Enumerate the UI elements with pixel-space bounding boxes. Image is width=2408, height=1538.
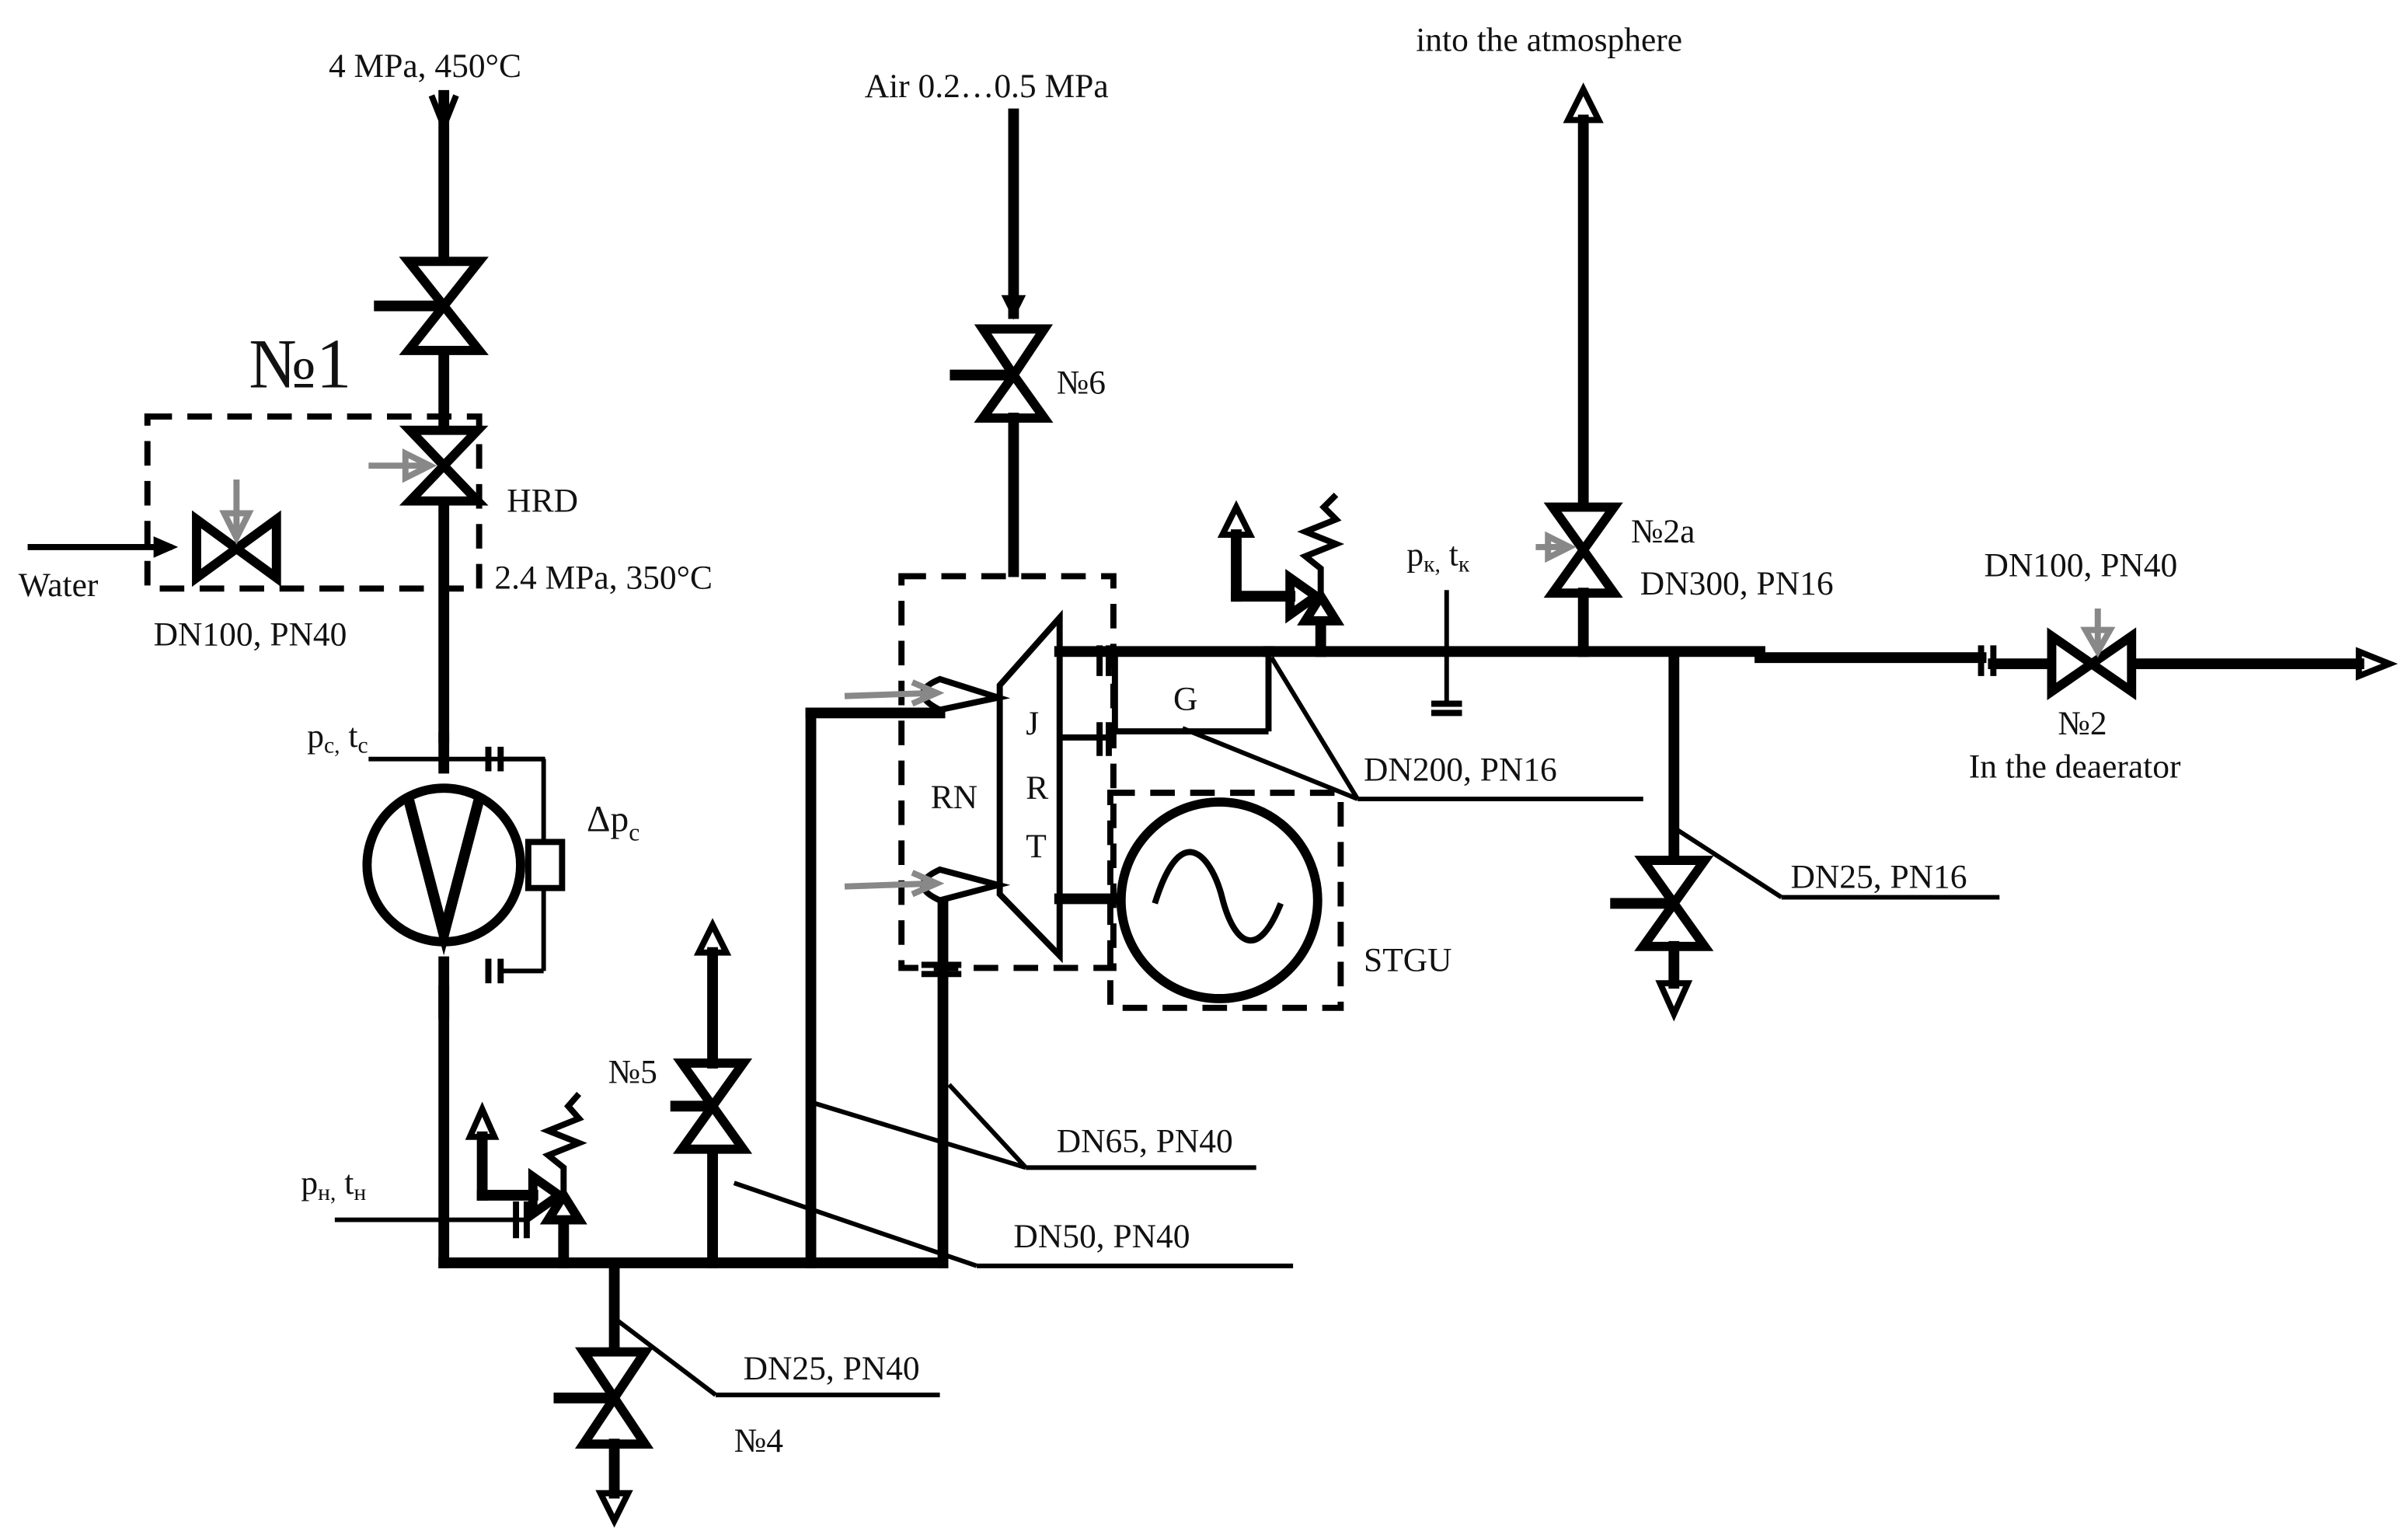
gate-valve-drain-right-icon [1610, 652, 1714, 1022]
dn65-pn40-label: DN65, PN40 [1057, 1123, 1233, 1160]
main-steam-line [428, 89, 949, 1268]
dn50-pn40-label: DN50, PN40 [1013, 1218, 1190, 1255]
rn-label: RN [931, 779, 977, 816]
air-arrow-icon [1001, 295, 1026, 320]
svg-text:J: J [1026, 705, 1039, 742]
svg-text:G: G [1173, 680, 1197, 717]
no6-label: №6 [1057, 364, 1106, 401]
water-arrow-icon [153, 536, 179, 558]
no1-label: №1 [249, 324, 351, 403]
outlet-arrow-icon [2355, 647, 2398, 681]
gate-valve-icon [374, 256, 489, 355]
after-hrd-params: 2.4 MPa, 350°C [494, 559, 713, 596]
dn200-pn16-label: DN200, PN16 [1364, 751, 1557, 788]
control-valve-no2-icon [2047, 608, 2137, 701]
no2a-label: №2a [1631, 513, 1695, 550]
gate-valve-no6-icon [950, 324, 1054, 423]
turbine-icon: J R T [996, 609, 1063, 964]
dn100-pn40-left-label: DN100, PN40 [154, 616, 347, 653]
steam-inlet-params: 4 MPa, 450°C [329, 47, 521, 85]
pk-tk-label: pк, tк [1406, 536, 1469, 577]
pk-tk-sensor [1431, 590, 1462, 717]
water-control-valve-icon [192, 479, 281, 588]
safety-valve-right-icon [1217, 492, 1345, 657]
nozzle-top-icon [844, 675, 1011, 713]
leader-dn65-a [813, 1100, 1027, 1170]
gate-valve-no4-icon [553, 1257, 654, 1528]
no2-label: №2 [2058, 705, 2107, 742]
deaerator-label: In the deaerator [1969, 748, 2181, 785]
hrd-label: HRD [507, 482, 578, 519]
nozzle-bottom-icon [844, 866, 1011, 904]
leader-dn200-a [1181, 726, 1359, 801]
leader-dn50 [733, 1181, 977, 1268]
gate-valve-no2a-icon [1535, 82, 1623, 657]
leader-dn200-b [1269, 656, 1360, 800]
control-valve-icon [368, 425, 489, 506]
safety-valve-icon [465, 1091, 587, 1268]
exhaust-header-pipe [1263, 645, 2398, 681]
no5-label: №5 [608, 1054, 657, 1091]
leader-dn25-pn40 [612, 1316, 717, 1397]
rn-jrt-box [898, 573, 1117, 971]
air-inlet-label: Air 0.2…0.5 MPa [865, 68, 1109, 105]
flow-meter-icon [362, 746, 566, 984]
stgu-label: STGU [1364, 941, 1452, 978]
pc-tc-label: pc, tc [307, 717, 368, 759]
dn25-pn16-label: DN25, PN16 [1790, 859, 1967, 896]
svg-text:R: R [1026, 769, 1048, 807]
dn25-pn40-label: DN25, PN40 [744, 1350, 920, 1387]
dn300-pn16-label: DN300, PN16 [1640, 565, 1834, 602]
svg-text:T: T [1026, 828, 1047, 865]
atmosphere-label: into the atmosphere [1416, 22, 1682, 59]
dn100-pn40-right-label: DN100, PN40 [1985, 546, 2178, 584]
gate-valve-no5-icon [670, 918, 753, 1268]
water-label: Water [19, 567, 99, 604]
leader-dn65-b [947, 1083, 1028, 1170]
pn-tn-label: pн, tн [301, 1164, 366, 1205]
leader-dn25-pn16 [1675, 828, 1783, 900]
generator-g-icon: G [1054, 645, 1274, 756]
no4-label: №4 [734, 1422, 783, 1460]
generator-icon [1054, 797, 1322, 1003]
delta-p-label: Δpc [587, 800, 639, 846]
